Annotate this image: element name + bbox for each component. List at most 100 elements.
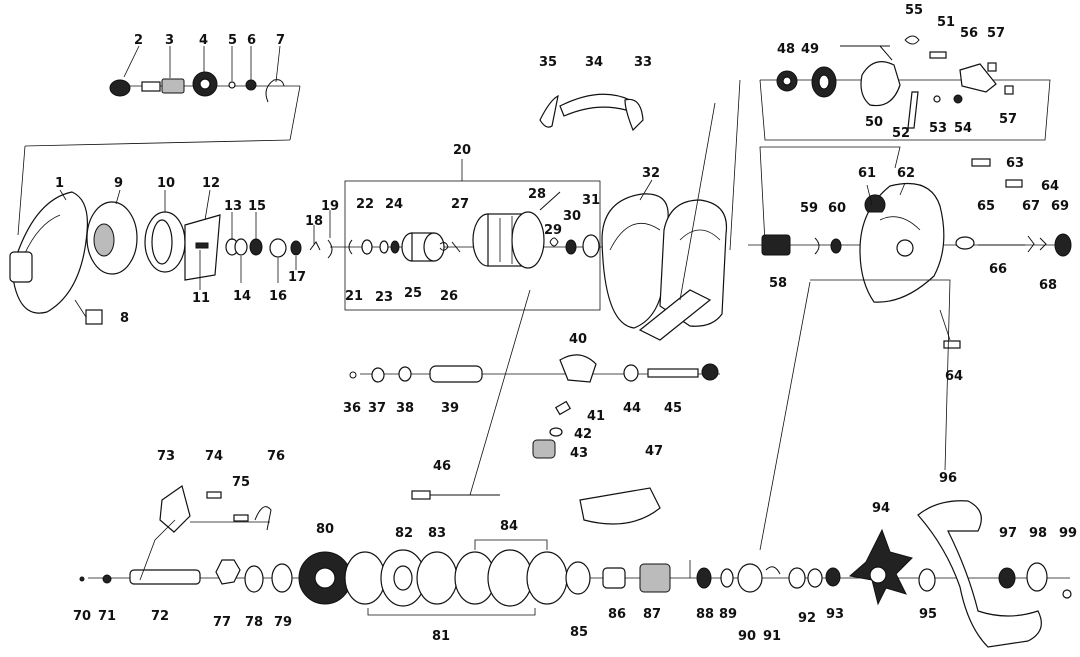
screw-part-63 [971, 158, 991, 167]
label-part-68: 68 [1039, 278, 1057, 293]
pin-part-28 [539, 191, 561, 211]
bearing-part-30 [565, 239, 577, 255]
clip-part-35 [539, 94, 559, 128]
label-part-43: 43 [570, 446, 588, 461]
label-part-4: 4 [199, 33, 208, 48]
clip-part-19 [327, 239, 333, 259]
label-part-9: 9 [114, 176, 123, 191]
label-part-21: 21 [345, 289, 363, 304]
label-part-14: 14 [233, 289, 251, 304]
label-part-15: 15 [248, 199, 266, 214]
label-part-60: 60 [828, 201, 846, 216]
screw-part-3 [141, 81, 161, 92]
label-part-49: 49 [801, 42, 819, 57]
label-part-54: 54 [954, 121, 972, 136]
label-part-24: 24 [385, 197, 403, 212]
label-part-32: 32 [642, 166, 660, 181]
plate-part-73 [159, 485, 191, 533]
label-part-72: 72 [151, 609, 169, 624]
label-part-2: 2 [134, 33, 143, 48]
label-part-22: 22 [356, 197, 374, 212]
screw-part-11 [195, 242, 209, 249]
label-part-78: 78 [245, 615, 263, 630]
label-part-11: 11 [192, 291, 210, 306]
bearing-part-15 [249, 238, 263, 256]
lever-part-52 [907, 91, 919, 129]
screw-part-46 [411, 490, 431, 500]
label-part-83: 83 [428, 526, 446, 541]
clip-part-68 [1039, 237, 1047, 251]
label-part-86: 86 [608, 607, 626, 622]
screw-part-74 [206, 491, 222, 499]
washer-part-92b [807, 568, 823, 588]
plate-part-56 [959, 63, 997, 93]
label-part-6: 6 [247, 33, 256, 48]
sleeve-part-90 [737, 563, 763, 593]
bearing-part-54 [953, 94, 963, 104]
washer-part-95 [918, 568, 936, 592]
label-part-67: 67 [1022, 199, 1040, 214]
pin-part-41 [554, 400, 572, 416]
nut-part-71 [102, 574, 112, 584]
label-part-65: 65 [977, 199, 995, 214]
label-part-91: 91 [763, 629, 781, 644]
bearing-part-6 [245, 79, 257, 91]
washer-part-17 [290, 240, 302, 256]
screw-part-64a [1005, 179, 1023, 188]
label-part-58: 58 [769, 276, 787, 291]
clip-part-33 [624, 98, 644, 132]
label-part-23: 23 [375, 290, 393, 305]
frame-part-32 [601, 193, 669, 329]
clip-part-21 [348, 239, 353, 255]
label-part-69: 69 [1051, 199, 1069, 214]
label-part-25: 25 [404, 286, 422, 301]
label-part-34: 34 [585, 55, 603, 70]
right-side-assembly [748, 146, 1072, 551]
nut-part-43 [532, 439, 556, 459]
label-part-39: 39 [441, 401, 459, 416]
label-part-95: 95 [919, 607, 937, 622]
bar-part-34 [559, 93, 631, 117]
bushing-part-86 [602, 567, 626, 589]
label-part-79: 79 [274, 615, 292, 630]
label-part-50: 50 [865, 115, 883, 130]
label-part-89: 89 [719, 607, 737, 622]
disc-part-81a [344, 551, 386, 605]
screw-part-64b [943, 340, 961, 349]
label-part-16: 16 [269, 289, 287, 304]
ring-part-23 [379, 240, 389, 254]
label-part-93: 93 [826, 607, 844, 622]
spacer-part-3 [161, 78, 185, 94]
label-part-80: 80 [316, 522, 334, 537]
label-part-92: 92 [798, 611, 816, 626]
label-part-7: 7 [276, 33, 285, 48]
label-part-17: 17 [288, 270, 306, 285]
label-part-82: 82 [395, 526, 413, 541]
label-part-1: 1 [55, 176, 64, 191]
label-part-27: 27 [451, 197, 469, 212]
label-part-84: 84 [500, 519, 518, 534]
label-part-99: 99 [1059, 526, 1077, 541]
frame-assembly [539, 79, 741, 341]
label-part-98: 98 [1029, 526, 1047, 541]
label-part-57a: 57 [987, 26, 1005, 41]
label-part-70: 70 [73, 609, 91, 624]
label-part-44: 44 [623, 401, 641, 416]
washer-part-42 [549, 427, 563, 437]
label-part-5: 5 [228, 33, 237, 48]
screw-part-75 [233, 514, 249, 522]
label-part-10: 10 [157, 176, 175, 191]
ring-part-22 [361, 239, 373, 255]
spring-part-76 [254, 506, 272, 531]
spool-assembly [330, 159, 620, 311]
label-part-8: 8 [120, 311, 129, 326]
label-part-56: 56 [960, 26, 978, 41]
ring-part-24 [390, 240, 400, 254]
ring-part-78 [244, 565, 264, 593]
screw-part-57b [1004, 85, 1014, 95]
label-part-48: 48 [777, 42, 795, 57]
label-part-3: 3 [165, 33, 174, 48]
label-part-20: 20 [453, 143, 471, 158]
label-part-73: 73 [157, 449, 175, 464]
